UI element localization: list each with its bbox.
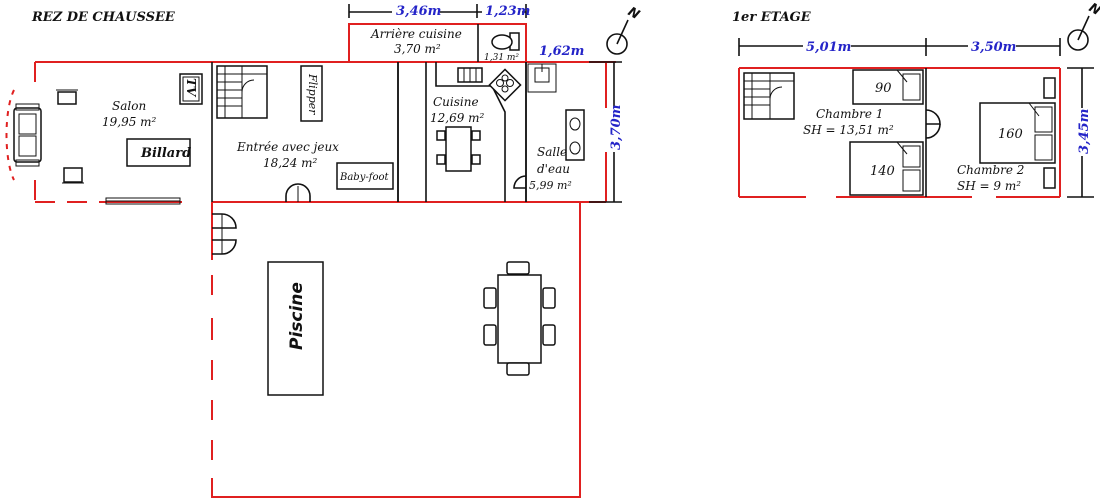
ground-floor-interior-walls [211,24,557,202]
dimension-right-ground [589,61,624,203]
window-icon [105,197,181,205]
chambre2-area: SH = 9 m² [957,179,1021,193]
entree-area: 18,24 m² [263,156,318,170]
chambre2-label: Chambre 2 [957,163,1024,177]
sofa-icon [13,103,42,167]
wc-area: 1,31 m² [484,53,519,63]
door-icon [513,175,527,189]
chambre1-area: SH = 13,51 m² [803,123,894,137]
salle-label-2: d'eau [537,162,570,176]
cooktop-icon [488,68,522,102]
armchair-icon [56,89,78,105]
bed-140-label: 140 [870,164,895,179]
flipper-machine [300,65,323,122]
dimension-top-ground [348,3,527,19]
cuisine-label: Cuisine [433,95,479,109]
dim-1-62: 1,62m [539,44,584,59]
double-basin-icon [565,109,585,161]
chambre1-label: Chambre 1 [816,107,883,121]
dim-3-70: 3,70m [609,105,624,150]
piscine-label: Piscine [287,282,307,350]
toilet-icon [491,32,520,51]
armchair-icon [62,167,84,184]
salle-label-1: Salle [537,145,567,159]
bed-90 [852,69,924,105]
tv-label: TV [184,78,198,98]
staircase-icon [216,65,268,119]
door-icon [285,183,311,202]
salon-label: Salon [112,99,146,113]
garden-table [483,261,556,376]
billard-table [126,138,191,167]
staircase-icon [743,72,795,120]
dim-5-01: 5,01m [806,40,851,55]
dim-3-46: 3,46m [396,4,441,19]
arriere-cuisine-area: 3,70 m² [394,42,441,56]
dim-3-50: 3,50m [971,40,1016,55]
babyfoot-label: Baby-foot [339,172,389,183]
north-arrow-icon [606,19,629,55]
north-arrow-icon [1067,15,1090,51]
nightstand [1043,77,1056,99]
door-icon [925,109,941,139]
first-floor-walls [738,67,1061,198]
flipper-label: Flipper [306,73,319,115]
salon-area: 19,95 m² [102,115,157,129]
sink-icon [457,67,483,83]
cuisine-area: 12,69 m² [430,111,485,125]
dim-3-45: 3,45m [1077,109,1092,154]
dimension-top-first [738,38,1061,56]
kitchen-table [436,126,481,172]
nightstand [1043,167,1056,189]
double-door-icon [212,213,237,255]
bed-160 [979,102,1056,164]
bed-140 [849,141,924,196]
swimming-pool [267,261,324,396]
babyfoot-table [336,162,394,190]
first-floor-title: 1er ETAGE [732,10,812,25]
dim-1-23: 1,23m [485,4,530,19]
dimension-right-first [1067,67,1094,198]
tv-unit-icon [179,73,203,105]
bed-90-label: 90 [875,81,892,96]
entree-label: Entrée avec jeux [236,140,339,154]
bed-160-label: 160 [998,127,1023,142]
ground-floor-walls [5,23,616,498]
ground-floor-title: REZ DE CHAUSSEE [31,10,176,25]
salle-area: 5,99 m² [529,179,572,192]
arriere-cuisine-label: Arrière cuisine [370,27,462,41]
billard-label: Billard [140,146,191,161]
